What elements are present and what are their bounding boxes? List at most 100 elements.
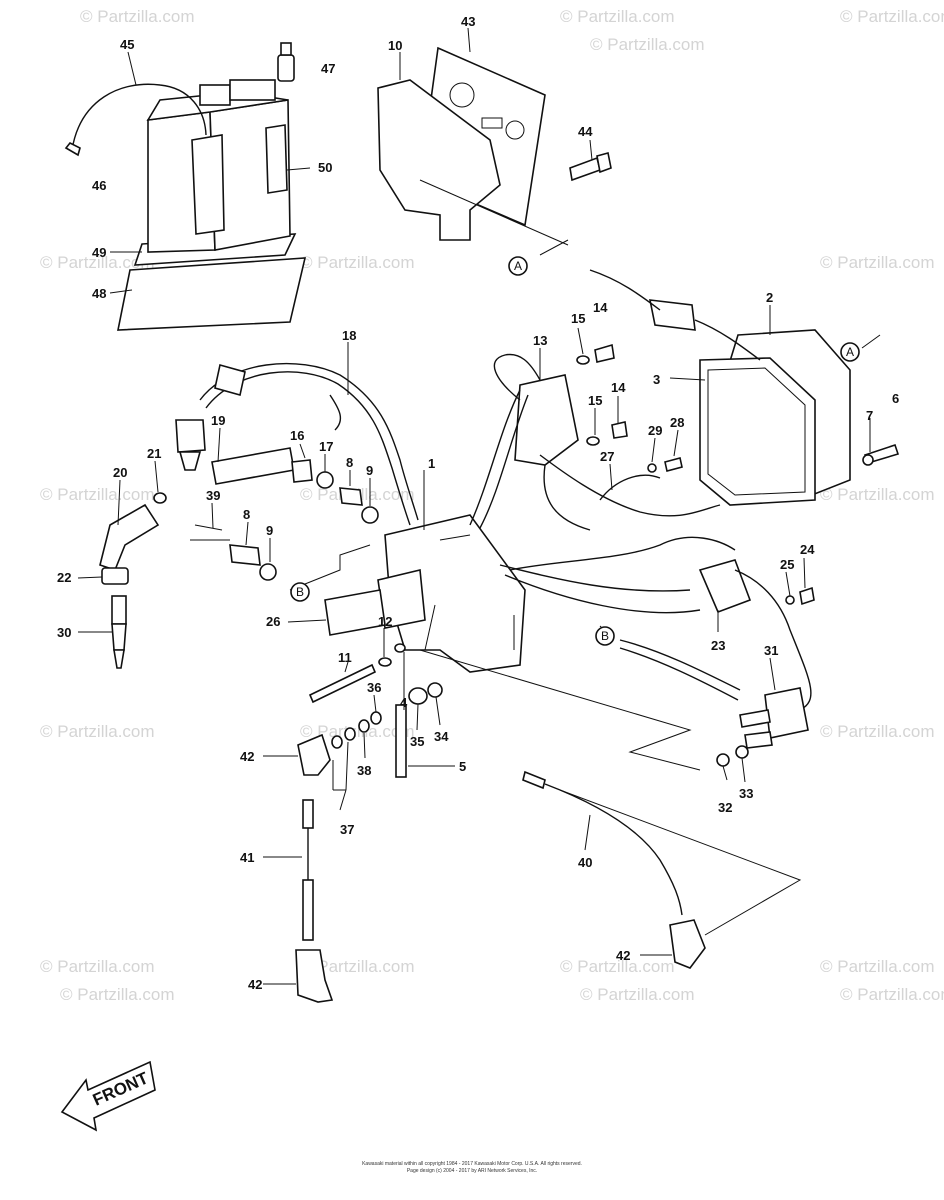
callout-9: 9 [366,463,373,478]
copyright-footer: Kawasaki material within all copyright 1… [362,1161,582,1174]
callout-50: 50 [318,160,332,175]
switch-assembly [716,687,809,767]
callout-12: 12 [378,614,392,629]
terminal-part-8 [339,487,363,506]
ht-lead-boot [214,364,246,396]
callout-49: 49 [92,245,106,260]
plate-hole [505,120,525,140]
ref-marker-B [595,626,615,646]
callout-29: 29 [648,423,662,438]
callout-33: 33 [739,786,753,801]
ref-line [419,649,701,771]
ref-line [559,789,802,936]
stator-lead [589,269,661,311]
watermark-text: © Partzilla.com [820,957,935,976]
watermark-text: © Partzilla.com [840,985,944,1004]
nut-part-34 [427,682,443,698]
callout-27: 27 [600,449,614,464]
boot-part-16 [291,459,313,483]
ht-lead-clip [329,394,342,431]
callout-18: 18 [342,328,356,343]
spark-plug-part-30 [111,595,127,625]
regulator-assembly [619,559,815,711]
ref-marker-B-label: B [296,585,304,599]
plug-cap-part-42 [669,919,706,969]
washer-part-12 [378,657,392,667]
callout-1: 1 [428,456,435,471]
battery-cap-part-47 [277,54,295,82]
regulator-part-23 [698,559,752,614]
spark-plug-insulator [111,623,127,651]
bracket-assembly [377,46,612,246]
callout-9b: 9 [266,523,273,538]
callout-2: 2 [766,290,773,305]
ref-line [424,604,436,651]
watermark-text: © Partzilla.com [300,253,415,272]
terminal-part-8 [229,544,261,566]
callout-22: 22 [57,570,71,585]
watermark-text: © Partzilla.com [560,7,675,26]
battery-cable-part-45 [71,83,207,151]
callout-17: 17 [319,439,333,454]
callout-10: 10 [388,38,402,53]
battery-assembly [64,42,307,331]
stator-part-26 [324,589,386,636]
lead-terminal [302,799,314,829]
watermark-text: © Partzilla.com [820,253,935,272]
callout-20: 20 [113,465,127,480]
callout-3: 3 [653,372,660,387]
callout-14b: 14 [611,380,626,395]
callout-19: 19 [211,413,225,428]
cdi-unit-part-13 [514,374,579,466]
ref-line [289,544,371,591]
battery-terminal-box [199,84,231,106]
callout-36: 36 [367,680,381,695]
gasket-part-3 [699,357,816,506]
stator-cover-assembly [589,269,900,506]
lead-40-assembly [522,770,706,969]
washer-part-7 [862,454,874,466]
coil-detail [439,534,471,541]
watermark-text: © Partzilla.com [40,485,155,504]
watermark-text: © Partzilla.com [820,722,935,741]
cdi-unit-assembly [493,343,721,531]
washer-part-35 [408,687,428,705]
footer-line-1: Kawasaki material within all copyright 1… [362,1161,582,1167]
watermark-text: © Partzilla.com [560,957,675,976]
watermark-text: © Partzilla.com [580,985,695,1004]
o-ring-part-17 [316,471,334,489]
washer-part-25 [785,595,795,605]
lead-tube [302,879,314,941]
ref-marker-B-label: B [601,629,609,643]
callout-8: 8 [346,455,353,470]
washer-part-32 [716,753,730,767]
callout-37: 37 [340,822,354,837]
watermark-layer: © Partzilla.com © Partzilla.com © Partzill… [40,7,944,1004]
spark-plug-chain-left [99,447,313,669]
callout-6: 6 [892,391,899,406]
seal-part-9 [259,563,277,581]
harness-wire [619,647,739,701]
callout-30: 30 [57,625,71,640]
lead-41-assembly [295,799,334,1003]
callout-15: 15 [571,311,585,326]
ref-marker-A-label: A [514,259,522,273]
ref-marker-B [290,582,310,602]
callout-42b: 42 [616,948,630,963]
harness-wire [619,639,741,691]
watermark-text: © Partzilla.com [590,35,705,54]
connector-part-21 [153,492,167,504]
battery-cable-terminal [64,141,81,157]
coil-wire [504,574,701,614]
coil-wire [469,389,521,526]
washer-part-29 [647,463,657,473]
coil-wire [479,394,529,529]
cdi-wire [543,464,591,531]
plug-cap-part-42 [295,949,334,1003]
battery-bracket-part-50 [265,124,288,194]
front-arrow-icon [60,1060,156,1132]
callout-34: 34 [434,729,449,744]
ignition-coil-body [324,389,736,673]
washer-part-15 [576,355,590,365]
